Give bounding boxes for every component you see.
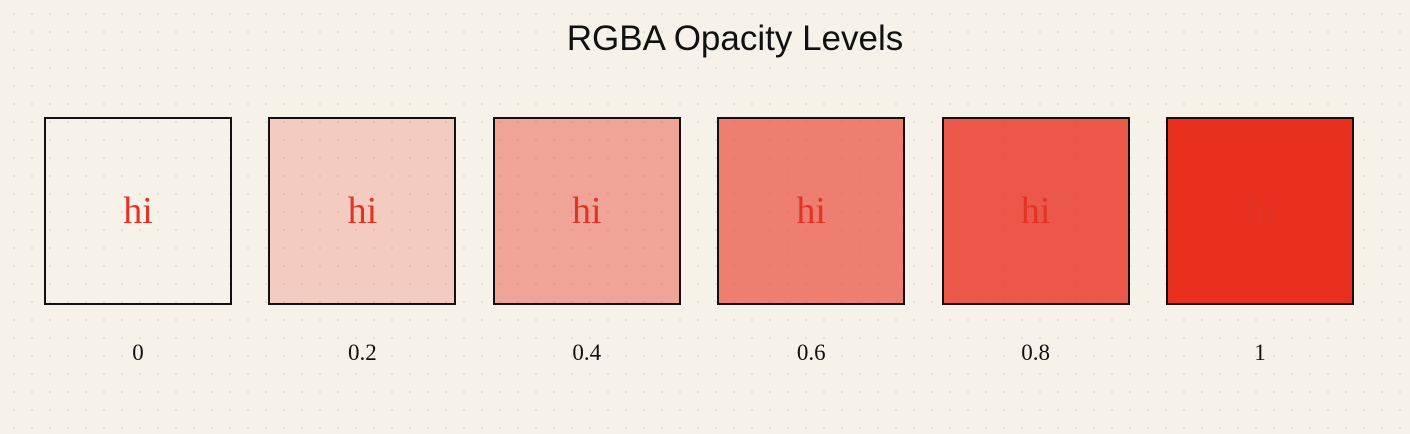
- opacity-label: 0.2: [348, 340, 377, 365]
- swatch-text: hi: [1245, 190, 1275, 232]
- opacity-label: 0: [132, 340, 144, 365]
- opacity-swatch-0-8: hi: [941, 117, 1130, 305]
- swatch-text: hi: [796, 190, 826, 232]
- opacity-swatch-0-6: hi: [717, 117, 906, 305]
- opacity-swatch-row: hi 0 hi 0.2 hi 0.4 hi 0.6 hi 0.8 hi 1: [44, 117, 1354, 387]
- opacity-swatch-0-2: hi: [268, 117, 457, 305]
- opacity-swatch-0-4: hi: [492, 117, 681, 305]
- opacity-swatch-1: hi: [1166, 117, 1354, 305]
- opacity-label: 0.4: [572, 340, 602, 365]
- page-title: RGBA Opacity Levels: [566, 19, 904, 58]
- opacity-label: 1: [1254, 340, 1266, 365]
- opacity-swatch-0: hi: [44, 117, 232, 305]
- swatch-text: hi: [572, 190, 602, 232]
- opacity-label: 0.6: [796, 340, 826, 365]
- swatch-text: hi: [1020, 190, 1051, 232]
- swatch-text: hi: [347, 190, 378, 232]
- swatch-text: hi: [123, 190, 153, 232]
- opacity-label: 0.8: [1021, 340, 1050, 365]
